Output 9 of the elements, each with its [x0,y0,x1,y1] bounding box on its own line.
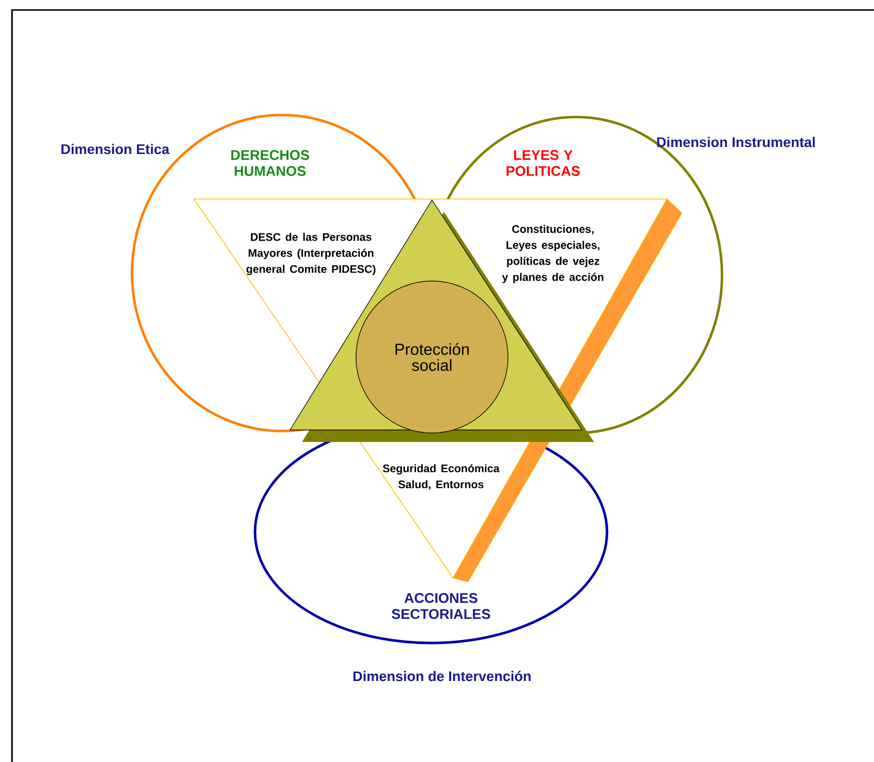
heading: DERECHOS HUMANOS [231,150,310,176]
body-text: Constituciones, Leyes especiales, políticas de vejez y planes de acción [502,224,604,284]
heading: ACCIONES SECTORIALES [392,593,490,619]
dimension-label: Dimension Etica [62,144,170,154]
dimension-label: Dimension Instrumental [657,136,815,148]
dimension-label: Dimension de Intervención [353,670,531,682]
body-text: Seguridad Económica Salud, Entornos [382,464,500,490]
heading: LEYES Y POLITICAS [506,150,580,176]
body-text: DESC de las Personas Mayores (Interpretación general Comite PIDESC) [246,232,376,276]
